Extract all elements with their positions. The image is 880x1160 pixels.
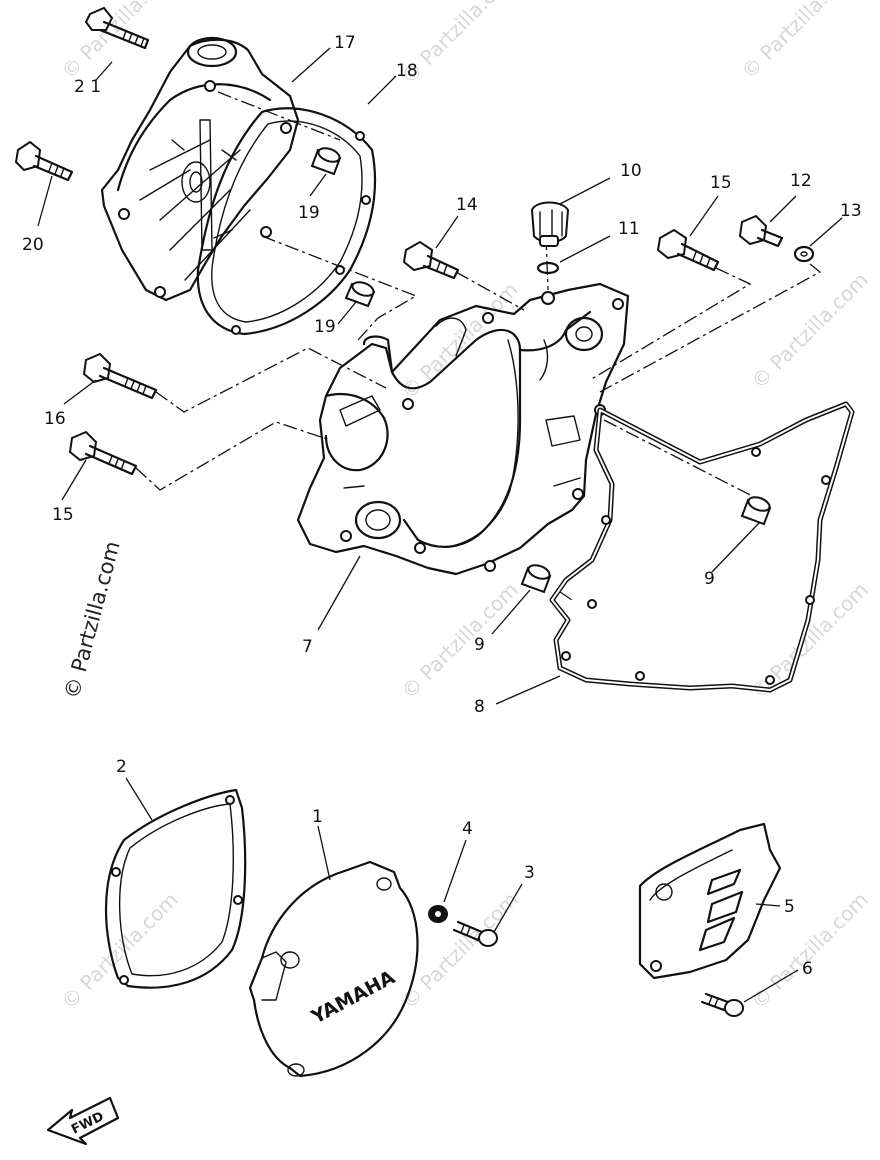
gasket-8 bbox=[549, 401, 855, 693]
bolt-16 bbox=[82, 352, 158, 400]
callout-16: 16 bbox=[44, 409, 66, 429]
callout-labels: 17 18 2 1 20 19 19 10 11 14 15 12 13 16 … bbox=[22, 33, 862, 979]
callout-20: 20 bbox=[22, 235, 44, 255]
watermark-10: © Partzilla.com bbox=[747, 887, 873, 1013]
dowel-pin-19a bbox=[310, 147, 342, 176]
callout-21: 2 1 bbox=[74, 77, 101, 97]
watermark-4: © Partzilla.com bbox=[397, 277, 523, 403]
callout-9a: 9 bbox=[704, 569, 715, 589]
sprocket-cover-5 bbox=[638, 822, 782, 980]
callout-8: 8 bbox=[474, 697, 485, 717]
watermark-3: © Partzilla.com bbox=[737, 0, 863, 84]
callout-18: 18 bbox=[396, 61, 418, 81]
bolt-14 bbox=[402, 240, 460, 280]
dowel-pin-9b bbox=[520, 564, 552, 594]
callout-13: 13 bbox=[840, 201, 862, 221]
gasket-2 bbox=[104, 788, 247, 989]
callout-2: 2 bbox=[116, 757, 127, 777]
ignition-cover-1: YAMAHA bbox=[248, 860, 419, 1078]
callout-17: 17 bbox=[334, 33, 356, 53]
callout-3: 3 bbox=[524, 863, 535, 883]
bolt-6 bbox=[700, 992, 744, 1017]
callout-15a: 15 bbox=[710, 173, 732, 193]
callout-5: 5 bbox=[784, 897, 795, 917]
callout-19b: 19 bbox=[314, 317, 336, 337]
callout-7: 7 bbox=[302, 637, 313, 657]
callout-9b: 9 bbox=[474, 635, 485, 655]
callout-15b: 15 bbox=[52, 505, 74, 525]
washer-13 bbox=[793, 245, 815, 263]
bolt-15-left bbox=[68, 430, 138, 476]
yamaha-logo: YAMAHA bbox=[307, 966, 399, 1029]
watermark-5: © Partzilla.com bbox=[747, 267, 873, 393]
callout-14: 14 bbox=[456, 195, 478, 215]
fwd-arrow-icon: FWD bbox=[46, 1096, 120, 1146]
callout-10: 10 bbox=[620, 161, 642, 181]
dowel-pin-19b bbox=[344, 281, 376, 308]
callout-11: 11 bbox=[618, 219, 640, 239]
oil-filler-plug-10 bbox=[530, 201, 570, 247]
clutch-cover-17 bbox=[100, 36, 300, 302]
bolt-12 bbox=[738, 214, 784, 248]
o-ring-11 bbox=[536, 261, 560, 275]
watermark-side: © Partzilla.com bbox=[60, 539, 125, 702]
callout-19a: 19 bbox=[298, 203, 320, 223]
crankcase-cover-7 bbox=[296, 282, 630, 576]
watermark-6: © Partzilla.com bbox=[397, 577, 523, 703]
leader-lines bbox=[37, 47, 843, 1003]
bolt-15-top bbox=[656, 228, 720, 272]
washer-4 bbox=[428, 905, 448, 923]
watermark-1: © Partzilla.com bbox=[57, 0, 183, 84]
dowel-pin-9a bbox=[740, 496, 772, 526]
callout-12: 12 bbox=[790, 171, 812, 191]
bolt-3 bbox=[452, 920, 498, 947]
callout-4: 4 bbox=[462, 819, 473, 839]
callout-1: 1 bbox=[312, 807, 323, 827]
watermark-9: © Partzilla.com bbox=[397, 887, 523, 1013]
callout-6: 6 bbox=[802, 959, 813, 979]
bolt-21 bbox=[84, 6, 150, 50]
bolt-20 bbox=[14, 140, 74, 182]
alignment-lines bbox=[135, 91, 822, 601]
gasket-18 bbox=[196, 107, 377, 336]
